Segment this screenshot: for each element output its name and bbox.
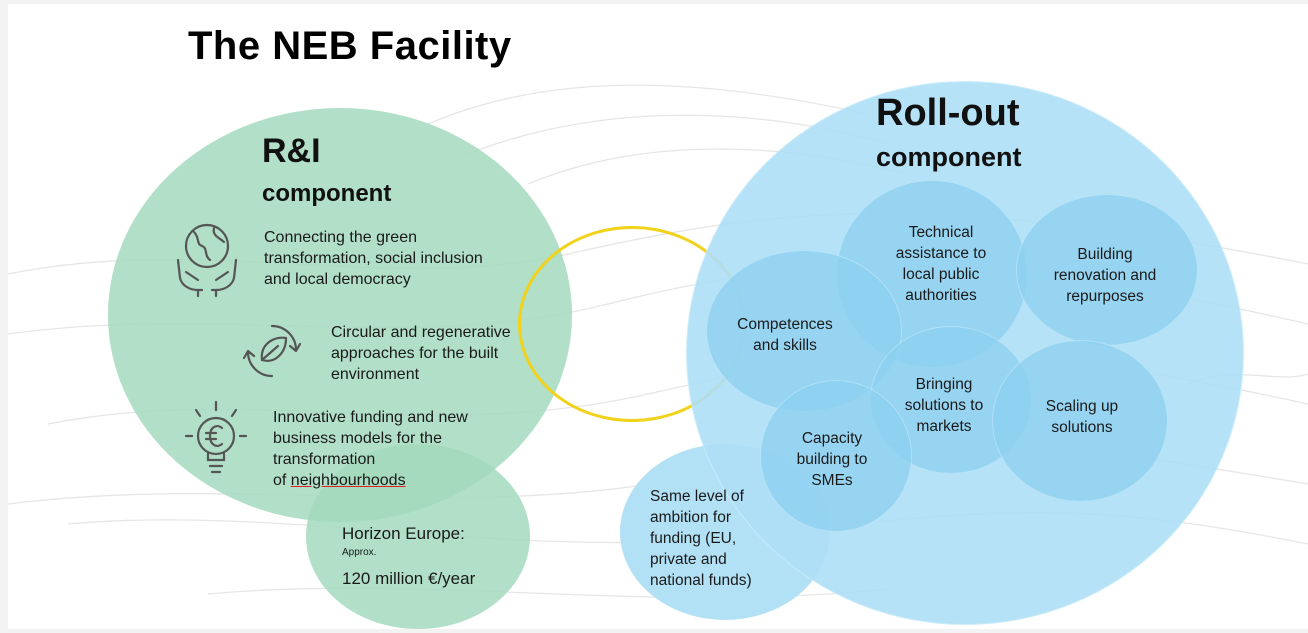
horizon-europe-label: Horizon Europe: bbox=[342, 524, 465, 543]
ri-item-circular: Circular and regenerative approaches for… bbox=[331, 322, 511, 385]
ri-item-3-line-3: transformation bbox=[273, 451, 376, 468]
ri-item-3-word: neighbourhoods bbox=[290, 472, 406, 489]
technical-line-4: authorities bbox=[905, 287, 977, 304]
rollout-funding-line-2: ambition for bbox=[650, 509, 731, 526]
ri-subheading: component bbox=[262, 180, 392, 207]
technical-line-2: assistance to bbox=[895, 245, 987, 262]
diagram-canvas: The NEB Facility R&I component bbox=[8, 4, 1308, 629]
rollout-funding-line-1: Same level of bbox=[650, 488, 744, 505]
technical-assistance-text: Technical assistance to local public aut… bbox=[876, 222, 1006, 306]
ri-item-green-transformation: Connecting the green transformation, soc… bbox=[264, 227, 483, 290]
approx-label: Approx. bbox=[342, 547, 377, 558]
capacity-line-2: building to bbox=[796, 451, 868, 468]
capacity-line-1: Capacity bbox=[801, 430, 863, 447]
ri-item-2-line-1: Circular and regenerative bbox=[331, 324, 511, 341]
rollout-funding-line-3: funding (EU, bbox=[650, 530, 737, 547]
bringing-line-3: markets bbox=[916, 418, 972, 435]
rollout-subheading: component bbox=[876, 142, 1022, 172]
ri-item-3-line-1: Innovative funding and new bbox=[273, 409, 468, 426]
euro-lightbulb-icon bbox=[184, 400, 248, 482]
rollout-funding-line-5: national funds) bbox=[650, 572, 752, 589]
ri-heading: R&I bbox=[262, 132, 321, 170]
ri-item-1-line-2: transformation, social inclusion bbox=[264, 250, 483, 267]
rollout-heading: Roll-out bbox=[876, 92, 1020, 134]
bringing-solutions-text: Bringing solutions to markets bbox=[884, 374, 1004, 437]
rollout-funding-text: Same level of ambition for funding (EU, … bbox=[650, 486, 752, 591]
building-line-1: Building bbox=[1077, 246, 1133, 263]
scaling-line-2: solutions bbox=[1051, 419, 1113, 436]
capacity-building-text: Capacity building to SMEs bbox=[774, 428, 890, 491]
technical-line-1: Technical bbox=[908, 224, 974, 241]
ri-component-circle bbox=[108, 108, 572, 522]
ri-item-1-line-3: and local democracy bbox=[264, 271, 411, 288]
capacity-building-circle bbox=[760, 380, 912, 532]
building-line-3: repurposes bbox=[1066, 288, 1144, 305]
ri-item-1-line-1: Connecting the green bbox=[264, 229, 417, 246]
hands-globe-icon bbox=[172, 216, 242, 298]
scaling-up-circle bbox=[992, 340, 1168, 502]
bringing-line-2: solutions to bbox=[904, 397, 984, 414]
ri-item-2-line-3: environment bbox=[331, 366, 420, 383]
building-line-2: renovation and bbox=[1053, 267, 1157, 284]
capacity-line-3: SMEs bbox=[811, 472, 853, 489]
ri-item-3-prefix: of bbox=[273, 472, 291, 489]
scaling-up-text: Scaling up solutions bbox=[1022, 396, 1142, 438]
ri-item-3-line-2: business models for the bbox=[273, 430, 442, 447]
building-renovation-text: Building renovation and repurposes bbox=[1032, 244, 1178, 307]
ri-item-innovative-funding: Innovative funding and new business mode… bbox=[273, 407, 468, 491]
technical-line-3: local public bbox=[902, 266, 980, 283]
competences-line-2: and skills bbox=[753, 337, 817, 354]
competences-text: Competences and skills bbox=[720, 314, 850, 356]
page-title: The NEB Facility bbox=[188, 24, 512, 68]
funding-amount: 120 million €/year bbox=[342, 569, 476, 588]
bringing-line-1: Bringing bbox=[915, 376, 973, 393]
recycle-leaf-icon bbox=[242, 320, 302, 382]
ri-item-3-line-4: of neighbourhoods bbox=[273, 470, 468, 491]
ri-item-2-line-2: approaches for the built bbox=[331, 345, 499, 362]
competences-line-1: Competences bbox=[737, 316, 833, 333]
rollout-funding-line-4: private and bbox=[650, 551, 727, 568]
competences-circle bbox=[706, 250, 902, 412]
building-renovation-circle bbox=[1016, 194, 1198, 346]
scaling-line-1: Scaling up bbox=[1045, 398, 1119, 415]
